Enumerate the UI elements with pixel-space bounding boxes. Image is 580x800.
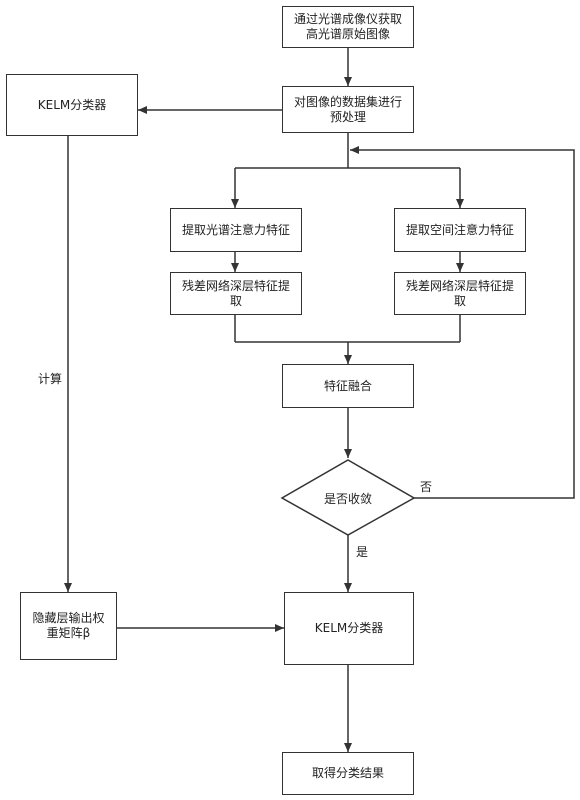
yes-label: 是 xyxy=(356,545,369,559)
residual-feature-left-box: 残差网络深层特征提 取 xyxy=(170,272,302,315)
residual-feature-right-box: 残差网络深层特征提 取 xyxy=(394,272,526,315)
edge-converge-loop xyxy=(350,146,575,499)
converge-diamond xyxy=(280,459,416,536)
spectral-attention-box: 提取光谱注意力特征 xyxy=(170,208,302,252)
compute-label: 计算 xyxy=(38,372,63,386)
acquire-image-box: 通过光谱成像仪获取 高光谱原始图像 xyxy=(282,6,414,48)
kelm-classifier-main-box: KELM分类器 xyxy=(284,592,414,665)
feature-fusion-box: 特征融合 xyxy=(282,364,414,408)
converge-label: 是否收敛 xyxy=(323,491,372,506)
classification-result-box: 取得分类结果 xyxy=(282,752,414,795)
no-label: 否 xyxy=(420,480,433,494)
spatial-attention-box: 提取空间注意力特征 xyxy=(394,208,526,252)
hidden-output-weight-box: 隐藏层输出权 重矩阵β xyxy=(20,592,117,660)
kelm-classifier-left-box: KELM分类器 xyxy=(6,74,138,136)
preprocess-box: 对图像的数据集进行 预处理 xyxy=(282,86,414,133)
